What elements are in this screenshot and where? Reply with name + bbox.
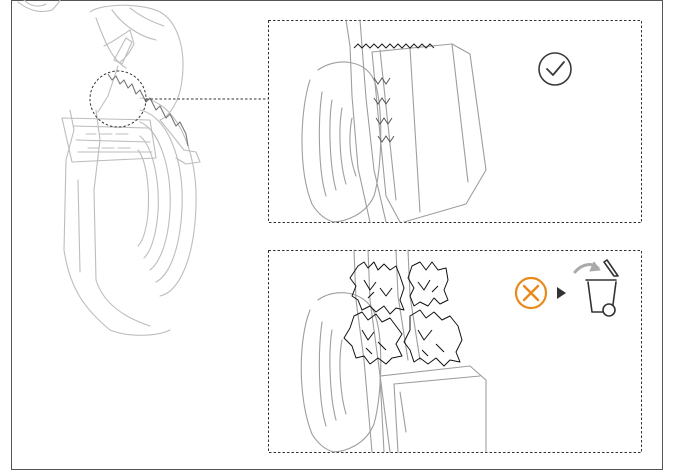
hair-clumps (344, 262, 462, 366)
checkmark-circle-icon (539, 53, 571, 85)
overview-illustration (18, 0, 200, 335)
x-circle-icon (516, 278, 546, 308)
page-frame (12, 1, 663, 470)
correct-panel-illustration (302, 20, 486, 222)
incorrect-panel-illustration (301, 250, 486, 452)
trash-bin-icon (575, 260, 618, 316)
play-arrow-icon (557, 287, 566, 299)
serrated-edge (108, 74, 188, 146)
